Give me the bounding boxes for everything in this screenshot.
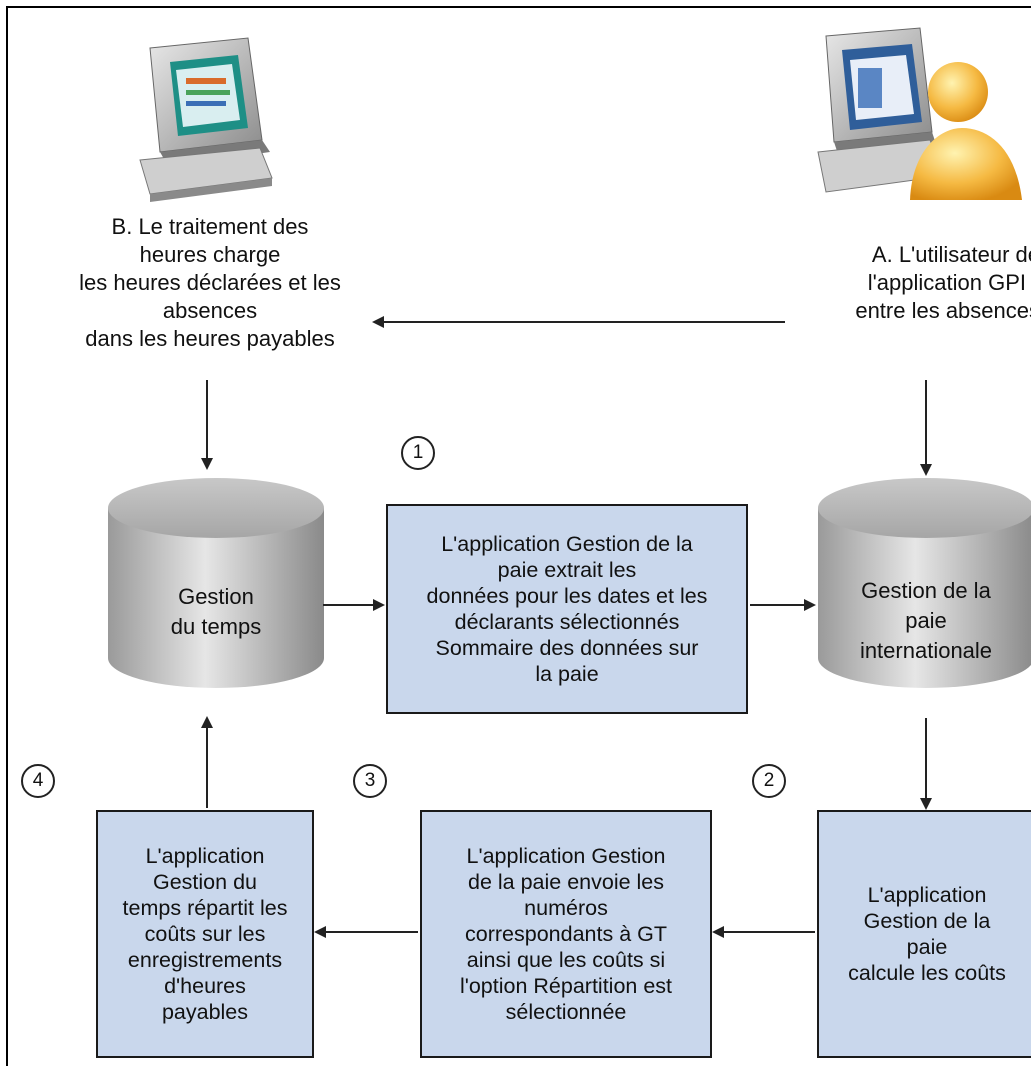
box-extract-text: L'application Gestion de la paie extrait… [426, 532, 708, 686]
computer-icon-left [139, 37, 273, 202]
cylinder-label-gestion-paie: Gestion de la paie internationale [859, 578, 993, 663]
step-marker-1: 1 [401, 436, 435, 470]
caption-a-line: A. L'utilisateur de [871, 242, 1031, 267]
caption-b-line: les heures déclarées et les [79, 270, 341, 295]
box-send-numbers: L'application Gestion de la paie envoie … [420, 810, 712, 1058]
box-calculate-costs: L'application Gestion de la paie calcule… [817, 810, 1031, 1058]
caption-b-line: B. Le traitement des [111, 214, 309, 239]
caption-a: A. L'utilisateur de l'application GPI en… [790, 241, 1031, 325]
cylinder-gestion-paie-internationale [818, 478, 1031, 688]
user-computer-icon-right [817, 27, 1022, 200]
cylinder-label-gestion-temps: Gestion du temps [170, 584, 262, 639]
cylinder-gestion-temps [108, 478, 324, 688]
step-marker-2: 2 [752, 764, 786, 798]
box-extract-data: L'application Gestion de la paie extrait… [386, 504, 748, 714]
caption-a-line: l'application GPI [867, 270, 1026, 295]
box-distribute-costs: L'application Gestion du temps répartit … [96, 810, 314, 1058]
box-distribute-text: L'application Gestion du temps répartit … [122, 844, 288, 1024]
caption-a-line: entre les absences [855, 298, 1031, 323]
step-marker-3: 3 [353, 764, 387, 798]
caption-b-line: dans les heures payables [85, 326, 335, 351]
caption-b-line: absences [162, 298, 258, 323]
box-calc-text: L'application Gestion de la paie calcule… [848, 883, 1006, 985]
caption-b: B. Le traitement des heures charge les h… [20, 213, 400, 353]
diagram-frame [6, 6, 1031, 1066]
box-send-text: L'application Gestion de la paie envoie … [459, 844, 673, 1024]
caption-b-line: heures charge [139, 242, 281, 267]
step-marker-4: 4 [21, 764, 55, 798]
